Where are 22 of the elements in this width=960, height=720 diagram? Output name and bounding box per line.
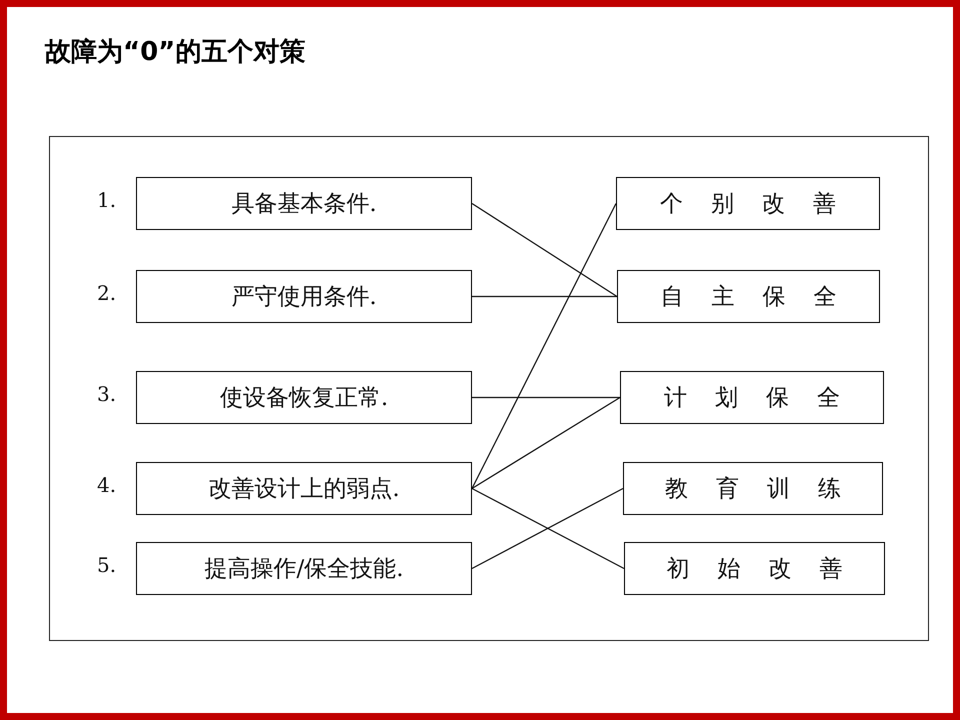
connector-line <box>472 396 620 490</box>
connector-line <box>472 203 618 297</box>
connector-line <box>472 296 617 298</box>
process-box: 初始改善 <box>624 542 885 595</box>
list-number: 1. <box>97 188 116 212</box>
list-number: 2. <box>97 280 116 304</box>
process-box: 个别改善 <box>616 177 880 230</box>
list-number: 3. <box>97 382 116 406</box>
process-box: 教育训练 <box>623 462 883 515</box>
title: 故障为“0”的五个对策 <box>45 36 306 69</box>
process-box: 使设备恢复正常. <box>136 371 472 424</box>
process-box: 严守使用条件. <box>136 270 472 323</box>
list-number: 5. <box>97 552 116 576</box>
list-number: 4. <box>97 472 116 496</box>
process-box: 改善设计上的弱点. <box>136 462 472 515</box>
process-box: 自主保全 <box>617 270 880 323</box>
connector-line <box>471 203 617 489</box>
process-box: 具备基本条件. <box>136 177 472 230</box>
connector-line <box>472 396 620 398</box>
process-box: 计划保全 <box>620 371 884 424</box>
process-box: 提高操作/保全技能. <box>136 542 472 595</box>
outer-frame <box>49 136 929 641</box>
